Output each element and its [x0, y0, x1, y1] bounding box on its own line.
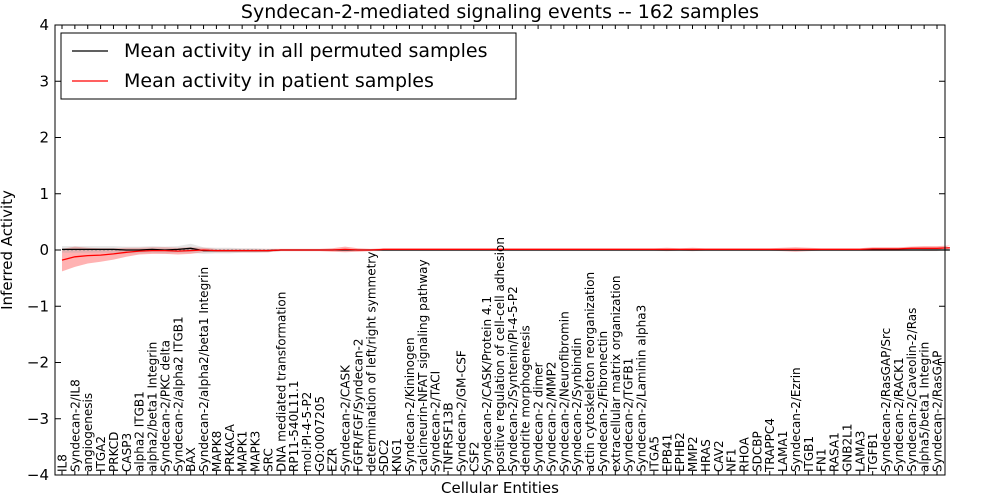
category-label: RHOA — [738, 436, 752, 472]
category-label: determination of left/right symmetry — [364, 252, 378, 472]
y-tick-label: 1 — [39, 185, 49, 203]
chart-title: Syndecan-2-mediated signaling events -- … — [241, 1, 759, 23]
y-axis: −4 −3 −2 −1 0 1 2 3 4 — [27, 16, 945, 484]
category-label: ITGA5 — [647, 436, 661, 472]
series-line-patient — [61, 247, 950, 261]
category-label: alpha5/beta1 Integrin — [918, 342, 932, 472]
category-label: Syndecan-2 dimer — [532, 362, 546, 472]
category-label: calcineurin-NFAT signaling pathway — [416, 259, 430, 472]
x-axis — [61, 25, 938, 475]
category-label: Syndecan-2/Caveolin-2/Ras — [905, 308, 919, 472]
category-label: extracellular matrix organization — [609, 276, 623, 473]
category-label: PRKCD — [107, 432, 121, 472]
category-label: GNB2L1 — [840, 424, 854, 472]
category-label: ITGB1 — [802, 436, 816, 472]
category-label: SRC — [261, 448, 275, 472]
category-label: FGFR/FGF/Syndecan-2 — [352, 339, 366, 472]
category-label: alpha2/beta1 Integrin — [146, 342, 160, 472]
legend-box — [60, 32, 517, 100]
category-label: Syndecan-2/IL8 — [68, 379, 82, 472]
category-label: alpha2 ITGB1 — [133, 391, 147, 472]
category-label: MAPK1 — [236, 431, 250, 472]
category-label: Syndecan-2/CASK/Protein 4.1 — [480, 296, 494, 472]
category-label: actin cytoskeleton reorganization — [583, 272, 597, 472]
category-label: Syndecan-2/alpha2 ITGB1 — [171, 316, 185, 472]
category-label: Syndecan-2/RasGAP — [931, 351, 945, 472]
confidence-bands — [62, 243, 950, 272]
category-label: LAMA3 — [853, 431, 867, 472]
category-label: Syndecan-2/RACK1 — [892, 357, 906, 472]
series-lines — [61, 247, 950, 261]
category-label: Syndecan-2/Neurofibromin — [557, 311, 571, 472]
category-label: SDCBP — [750, 431, 764, 472]
category-label: Syndecan-2/Laminin alpha3 — [635, 305, 649, 472]
category-label: Syndecan-2/Syntenin/PI-4-5-P2 — [506, 286, 520, 472]
category-label: Syndecan-2/Fibronectin — [596, 331, 610, 472]
category-label: LAMA1 — [776, 431, 790, 472]
y-tick-label: 3 — [39, 72, 49, 90]
category-label: Syndecan-2/Ezrin — [789, 367, 803, 472]
category-label: TGFB1 — [866, 433, 880, 473]
category-label: Syndecan-2/RasGAP/Src — [879, 328, 893, 472]
category-label: BAX — [184, 447, 198, 472]
band-patient — [62, 245, 950, 272]
category-label: MMP2 — [686, 436, 700, 472]
category-label: Syndecan-2/Synbindin — [570, 338, 584, 472]
y-tick-label: 4 — [39, 16, 49, 34]
y-tick-label: −4 — [27, 466, 49, 484]
category-label: Syndecan-2/alpha2/beta1 Integrin — [197, 267, 211, 472]
category-label: NF1 — [725, 448, 739, 472]
category-label: EPB41 — [660, 434, 674, 472]
category-label: angiogenesis — [81, 393, 95, 472]
category-label: MAPK3 — [249, 431, 263, 472]
category-label: positive regulation of cell-cell adhesio… — [493, 237, 507, 472]
category-label: Syndecan-2/MMP2 — [545, 362, 559, 472]
category-label: TNFRSF13B — [442, 402, 456, 473]
category-label: Syndecan-2/GM-CSF — [454, 350, 468, 472]
category-label: SDC2 — [377, 439, 391, 472]
category-label: HRAS — [699, 439, 713, 472]
category-label: TRAPPC4 — [763, 418, 777, 473]
category-label: DNA mediated transformation — [274, 292, 288, 472]
y-tick-label: 2 — [39, 129, 49, 147]
category-label: EZR — [326, 448, 340, 472]
category-label: FN1 — [815, 448, 829, 472]
y-tick-label: −1 — [27, 297, 49, 315]
y-tick-label: −3 — [27, 410, 49, 428]
category-label: CSF2 — [467, 441, 481, 472]
category-label: Syndecan-2/TGFB1 — [622, 358, 636, 472]
legend-label-patient: Mean activity in patient samples — [124, 70, 434, 92]
category-labels: IL8Syndecan-2/IL8angiogenesisITGA2PRKCDC… — [56, 237, 945, 473]
y-axis-title: Inferred Activity — [0, 190, 16, 310]
x-axis-title: Cellular Entities — [441, 479, 559, 497]
category-label: MAPK8 — [210, 431, 224, 472]
category-label: Syndecan-2/CASK — [339, 364, 353, 472]
category-label: Syndecan-2/Kininogen — [403, 337, 417, 472]
category-label: RP11-540L11.1 — [287, 381, 301, 472]
category-label: dendrite morphogenesis — [519, 325, 533, 472]
category-label: PRKACA — [223, 423, 237, 472]
category-label: KNG1 — [390, 438, 404, 472]
legend-label-permuted: Mean activity in all permuted samples — [124, 40, 487, 62]
category-label: IL8 — [56, 454, 70, 472]
y-tick-label: 0 — [39, 241, 49, 259]
category-label: CAV2 — [712, 440, 726, 472]
legend: Mean activity in all permuted samples Me… — [60, 32, 517, 100]
category-label: GO:0007205 — [313, 396, 327, 472]
category-label: Syndecan-2/PKC delta — [158, 340, 172, 472]
category-label: ITGA2 — [94, 436, 108, 472]
category-label: EPHB2 — [673, 432, 687, 472]
category-label: CASP3 — [120, 433, 134, 472]
category-label: RASA1 — [828, 432, 842, 472]
y-tick-label: −2 — [27, 354, 49, 372]
band-permuted — [62, 243, 950, 254]
category-label: mol:PI-4-5-P2 — [300, 392, 314, 472]
category-label: Syndecan-2/TACI — [429, 371, 443, 472]
